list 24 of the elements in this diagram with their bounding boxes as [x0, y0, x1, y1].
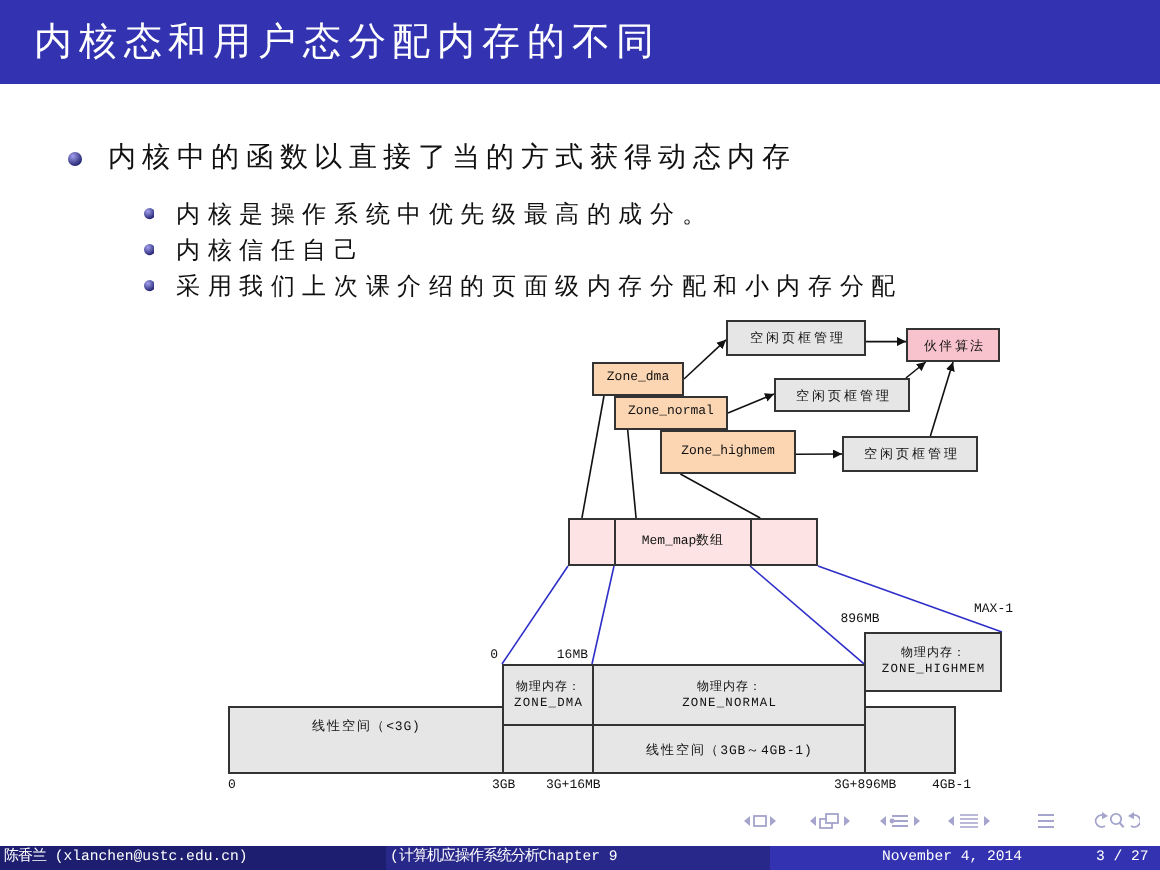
- bullet-text: 采用我们上次课介绍的页面级内存分配和小内存分配: [176, 271, 903, 301]
- arrow: [795, 449, 843, 459]
- bullet-text: 内核信任自己: [176, 235, 366, 265]
- arrow: [727, 393, 775, 414]
- mapping-line: [591, 565, 615, 665]
- bullet-text: 内核中的函数以直接了当的方式获得动态内存: [108, 141, 796, 175]
- memory-zone-box: [592, 664, 866, 726]
- bullet-text: 内核是操作系统中优先级最高的成分。: [176, 199, 714, 229]
- arrow: [905, 361, 927, 379]
- mapping-line: [817, 565, 1003, 633]
- connector-line: [679, 473, 761, 519]
- arrow: [865, 337, 907, 347]
- memory-zone-box: [864, 632, 1002, 692]
- address-space-cell: [864, 706, 956, 774]
- arrow: [683, 339, 727, 380]
- address-space-cell: [502, 724, 594, 774]
- arrow: [929, 361, 955, 437]
- mapping-line: [501, 565, 569, 665]
- connector-line: [581, 395, 605, 519]
- slide-title: 内核态和用户态分配内存的不同: [34, 20, 662, 66]
- memory-zone-box: [502, 664, 594, 726]
- connector-line: [626, 429, 637, 519]
- array-cell: [750, 518, 818, 566]
- array-cell: [568, 518, 616, 566]
